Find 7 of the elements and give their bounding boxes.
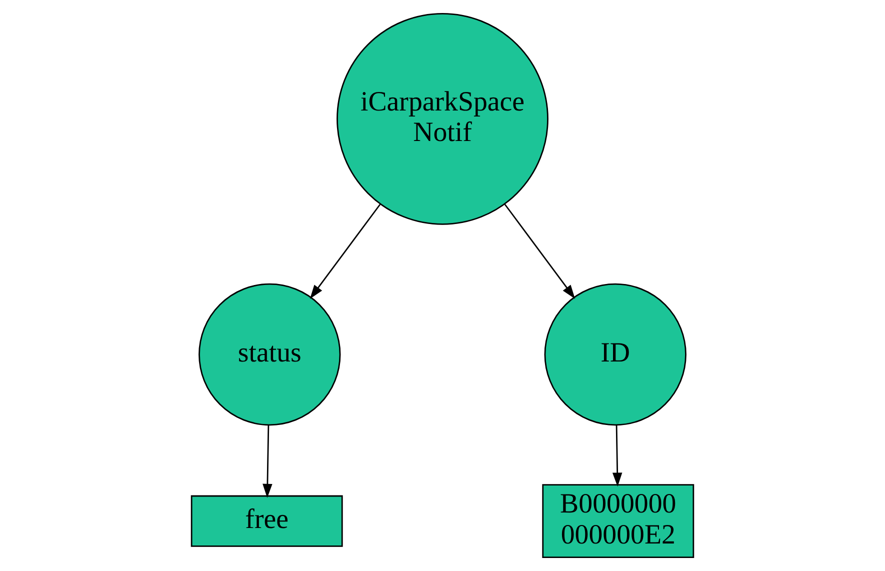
node-box: B0000000 000000E2 xyxy=(542,484,694,558)
arrow xyxy=(504,204,576,299)
arrow xyxy=(612,425,622,487)
arrow xyxy=(310,204,381,299)
node-circle: iCarparkSpace Notif xyxy=(336,12,548,225)
node-box: free xyxy=(190,495,343,547)
arrow xyxy=(262,425,272,498)
